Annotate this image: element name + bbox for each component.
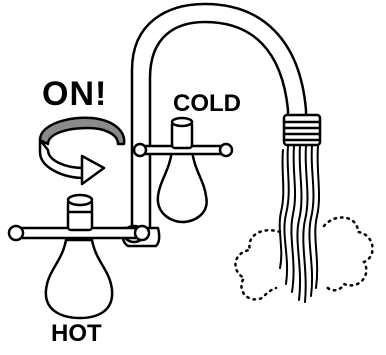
water-stream-icon xyxy=(280,146,319,302)
hot-label: HOT xyxy=(51,322,102,346)
hot-handle-icon xyxy=(9,195,149,318)
rotation-arrow-icon xyxy=(40,118,124,184)
cold-handle-icon xyxy=(134,118,232,222)
faucet-spout-icon xyxy=(123,4,320,246)
cold-label: COLD xyxy=(173,92,241,116)
on-label: ON! xyxy=(42,77,107,111)
